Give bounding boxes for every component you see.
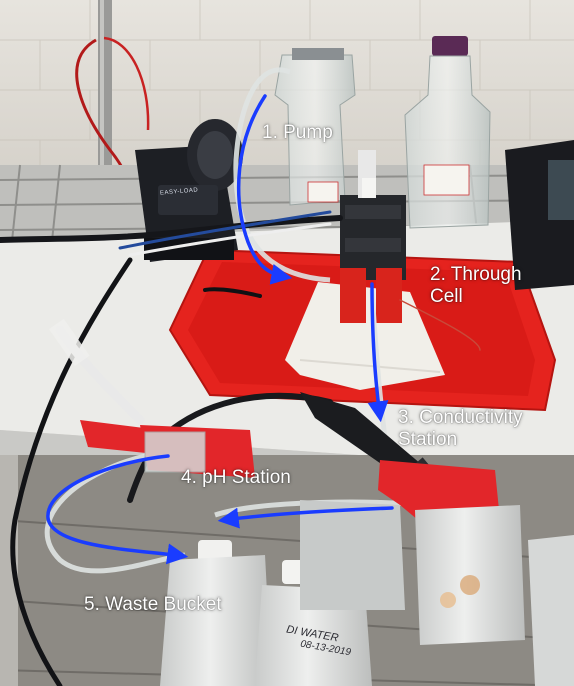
label-waste-bucket: 5. Waste Bucket [84, 594, 222, 616]
label-conductivity-line2: Station [398, 429, 458, 450]
jug-right [415, 505, 525, 645]
flow-arrows [46, 94, 394, 565]
label-ph-station: 4. pH Station [181, 467, 291, 489]
label-conductivity-station: 3. Conductivity Station [398, 407, 523, 451]
label-through-cell-line2: Cell [430, 286, 463, 307]
flow-arrow-cell-to-conductivity [367, 282, 389, 423]
flow-arrow-pump-to-cell [236, 94, 293, 285]
label-waste-bucket-text: 5. Waste Bucket [84, 594, 222, 615]
waste-jug [160, 540, 272, 686]
meter-device [505, 140, 574, 290]
glass-bottle-left [274, 48, 356, 206]
jug-center [300, 500, 405, 610]
through-cell [340, 150, 406, 323]
label-conductivity-line1: 3. Conductivity [398, 407, 523, 428]
label-pump-text: 1. Pump [262, 122, 333, 143]
flow-arrow-ph-to-waste [46, 454, 189, 565]
ph-flow-cell [49, 318, 206, 473]
glass-bottle-right [404, 36, 491, 229]
label-through-cell-line1: 2. Through [430, 264, 522, 285]
label-through-cell: 2. Through Cell [430, 264, 522, 308]
flow-arrow-conductivity-to-ph [217, 506, 394, 529]
jug-far-right [528, 535, 574, 686]
label-pump: 1. Pump [262, 122, 333, 144]
label-ph-station-text: 4. pH Station [181, 467, 291, 488]
